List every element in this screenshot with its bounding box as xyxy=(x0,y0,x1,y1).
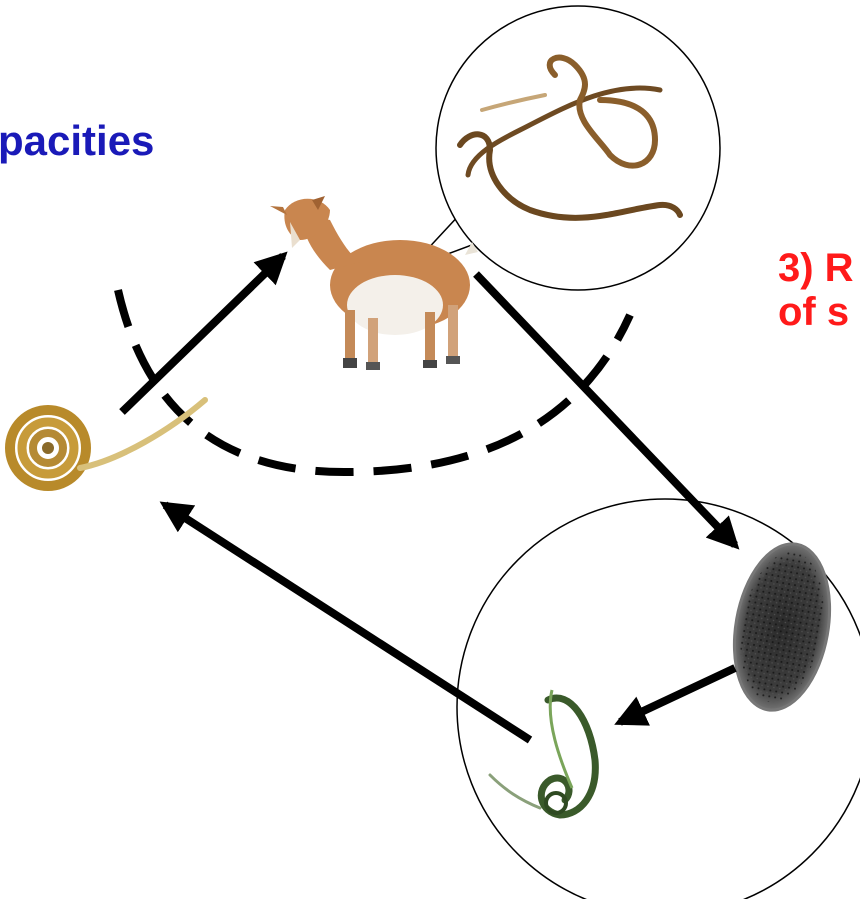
left-heading-fragment: pacities xyxy=(0,118,154,164)
right-heading-line2: of s xyxy=(778,290,854,334)
goat-icon xyxy=(270,196,478,370)
left-heading-text: pacities xyxy=(0,117,154,164)
adult-worms-bubble xyxy=(410,6,720,290)
right-heading-line1: 3) R xyxy=(778,246,854,290)
right-heading-fragment: 3) R of s xyxy=(778,246,854,334)
arrow-larva-to-host xyxy=(122,256,283,412)
free-living-stage-circle xyxy=(457,499,860,899)
arrow-host-to-egg xyxy=(476,274,735,545)
